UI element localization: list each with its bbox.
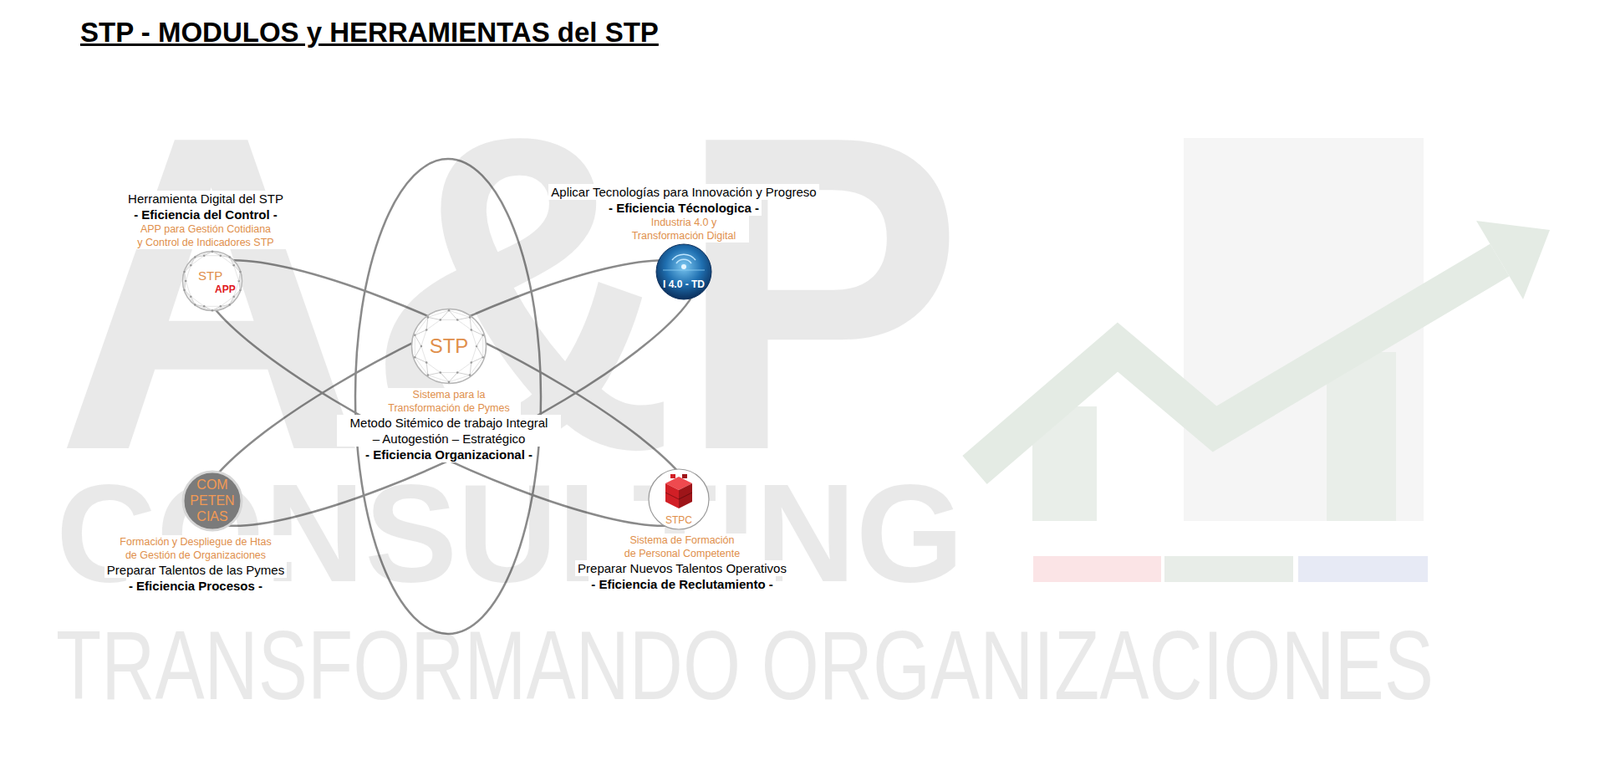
module-description: Sistema para la Transformación de Pymes <box>377 387 521 415</box>
module-icon <box>655 243 713 301</box>
module-heading: Aplicar Tecnologías para Innovación y Pr… <box>548 183 819 200</box>
circle-label: I 4.0 - TD <box>655 278 713 291</box>
module-description: Industria 4.0 y Transformación Digital <box>618 215 750 243</box>
module-heading: Preparar Nuevos Talentos Operativos <box>575 560 790 576</box>
diagram-title: STP - MODULOS y HERRAMIENTAS del STP <box>80 16 659 49</box>
module-circle: STPC <box>647 468 710 530</box>
efficiency-label: - Eficiencia del Control - <box>131 206 281 223</box>
module-heading: Preparar Talentos de las Pymes <box>104 561 287 578</box>
module-circle: I 4.0 - TD <box>655 243 713 301</box>
logo-strip <box>1033 555 1162 582</box>
circle-label: STP <box>198 268 223 283</box>
efficiency-label: - Eficiencia de Reclutamiento - <box>588 575 776 592</box>
module-node: STPC Sistema de Formación de Personal Com… <box>544 467 821 592</box>
module-node: Herramienta Digital del STP- Eficiencia … <box>63 190 348 316</box>
module-node: STP Sistema para la Transformación de Pym… <box>306 306 592 463</box>
module-description: APP para Gestión Cotidiana y Control de … <box>98 222 313 250</box>
circle-label: APP <box>214 283 236 296</box>
logo-arrow <box>974 259 1500 470</box>
logo-strip <box>1298 555 1428 582</box>
module-description: Sistema de Formación de Personal Compete… <box>611 533 755 561</box>
logo-arrow-head <box>1476 220 1550 300</box>
module-node: COM PETEN CIAS Formación y Despliegue de … <box>57 468 334 594</box>
efficiency-label: - Eficiencia Organizacional - <box>362 446 536 463</box>
module-heading: Herramienta Digital del STP <box>125 190 286 207</box>
module-description: Formación y Despliegue de Htas de Gestió… <box>92 535 299 562</box>
logo-strip <box>1164 555 1294 582</box>
circle-label: COM PETEN CIAS <box>188 476 236 525</box>
module-circle: COM PETEN CIAS <box>181 469 244 532</box>
module-node: Aplicar Tecnologías para Innovación y Pr… <box>524 183 843 304</box>
module-circle: STP <box>410 307 488 385</box>
watermark-text: TRANSFORMANDO ORGANIZACIONES <box>56 616 1434 714</box>
circle-label: STP <box>410 334 488 358</box>
circle-label: STPC <box>647 514 710 526</box>
module-heading: Metodo Sitémico de trabajo Integral – Au… <box>336 414 561 447</box>
efficiency-label: - Eficiencia Procesos - <box>126 577 265 594</box>
efficiency-label: - Eficiencia Técnologica - <box>606 199 762 216</box>
module-circle: STPAPP <box>181 249 244 312</box>
